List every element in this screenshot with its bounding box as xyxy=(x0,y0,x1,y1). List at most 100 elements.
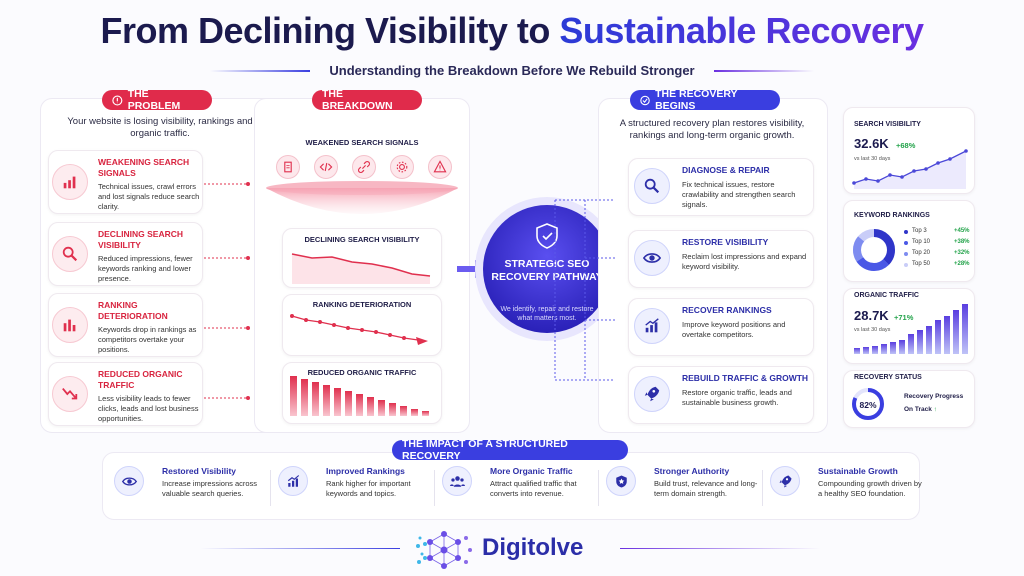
problem-icon-circle xyxy=(52,307,88,343)
search-visibility-value: 32.6K xyxy=(854,136,889,151)
magnifier-icon xyxy=(62,246,78,262)
funnel-graphic xyxy=(266,181,458,214)
rocket-icon xyxy=(644,386,660,402)
impact-title: Stronger Authority xyxy=(654,466,730,476)
problem-intro: Your website is losing visibility, ranki… xyxy=(67,116,253,140)
signal-icon-circle xyxy=(428,155,452,179)
shield-star-icon xyxy=(615,475,627,487)
search-visibility-change: +68% xyxy=(896,141,916,150)
recovery-label-text: THE RECOVERY BEGINS xyxy=(655,88,738,112)
recovery-status-title: RECOVERY STATUS xyxy=(854,374,922,381)
impact-divider xyxy=(434,470,435,506)
brand-line-right xyxy=(620,548,820,549)
problem-card-desc: Reduced impressions, fewer keywords rank… xyxy=(98,254,193,283)
search-visibility-title: SEARCH VISIBILITY xyxy=(854,121,921,128)
link-icon xyxy=(358,161,370,173)
eye-icon xyxy=(643,253,661,263)
recovery-card-title: REBUILD TRAFFIC & GROWTH xyxy=(682,373,809,383)
impact-desc: Rank higher for important keywords and t… xyxy=(326,479,411,498)
problem-card-title: WEAKENING SEARCH SIGNALS xyxy=(98,157,190,178)
impact-label: THE IMPACT OF A STRUCTURED RECOVERY xyxy=(392,438,628,462)
problem-card-title: REDUCED ORGANIC TRAFFIC xyxy=(98,369,183,390)
impact-icon-circle xyxy=(442,466,472,496)
signal-icon-circle xyxy=(352,155,376,179)
breakdown-label: THE BREAKDOWN xyxy=(312,88,422,112)
keyword-donut-chart xyxy=(853,229,895,271)
traffic-bar-chart xyxy=(290,376,429,416)
brand-name: Digitolve xyxy=(482,534,584,561)
organic-traffic-period: vs last 30 days xyxy=(854,327,891,333)
impact-divider xyxy=(270,470,271,506)
gear-icon xyxy=(396,161,408,173)
impact-desc: Compounding growth driven by a healthy S… xyxy=(818,479,922,498)
center-title: STRATEGIC SEO RECOVERY PATHWAY xyxy=(491,258,603,284)
recovery-status-text: On Track xyxy=(904,406,932,413)
problem-card-title: RANKING DETERIORATION xyxy=(98,300,168,321)
search-visibility-sparkline xyxy=(852,149,968,189)
legend-dot xyxy=(904,230,908,234)
search-visibility-period: vs last 30 days xyxy=(854,156,891,162)
problem-card-desc: Keywords drop in rankings as competitors… xyxy=(98,325,197,354)
people-icon xyxy=(449,475,465,487)
problem-card-desc: Technical issues, crawl errors and lost … xyxy=(98,182,200,211)
check-circle-icon xyxy=(640,95,650,105)
recovery-card-title: RECOVER RANKINGS xyxy=(682,305,772,315)
recovery-connectors xyxy=(554,199,615,381)
keyword-row-label: Top 10 xyxy=(912,239,931,245)
recovery-icon-circle xyxy=(634,240,670,276)
recovery-icon-circle xyxy=(634,168,670,204)
brand-line-left xyxy=(200,548,400,549)
code-icon xyxy=(319,162,333,172)
problem-card-title: DECLINING SEARCH VISIBILITY xyxy=(98,229,184,250)
signal-icon-circle xyxy=(314,155,338,179)
recovery-progress-ring xyxy=(852,388,884,420)
keyword-row-change: +32% xyxy=(954,250,970,256)
impact-icon-circle xyxy=(278,466,308,496)
search-icon xyxy=(644,178,660,194)
brand-logo xyxy=(416,531,472,569)
impact-desc: Build trust, relevance and long-term dom… xyxy=(654,479,758,498)
signal-icon-circle xyxy=(390,155,414,179)
traffic-chart-title: REDUCED ORGANIC TRAFFIC xyxy=(307,368,417,377)
impact-title: More Organic Traffic xyxy=(490,466,573,476)
shield-icon xyxy=(536,223,558,249)
problem-icon-circle xyxy=(52,164,88,200)
keyword-row-label: Top 50 xyxy=(912,261,931,267)
growth-chart-icon xyxy=(645,318,659,333)
center-circle xyxy=(475,197,619,341)
impact-icon-circle xyxy=(114,466,144,496)
organic-traffic-bars xyxy=(854,304,968,354)
impact-title: Restored Visibility xyxy=(162,466,237,476)
problem-icon-circle xyxy=(52,376,88,412)
keyword-rankings-title: KEYWORD RANKINGS xyxy=(854,212,930,219)
recovery-label: THE RECOVERY BEGINS xyxy=(630,88,780,112)
ranking-bars-icon xyxy=(63,319,76,332)
keyword-row-change: +38% xyxy=(954,239,970,245)
page-title: From Declining Visibility to Sustainable… xyxy=(0,10,1024,52)
page-icon xyxy=(284,161,292,173)
keyword-row-change: +28% xyxy=(954,261,970,267)
organic-traffic-change: +71% xyxy=(894,313,914,322)
ranking-line-chart xyxy=(290,314,428,345)
subtitle-line-right xyxy=(714,70,814,72)
impact-divider xyxy=(598,470,599,506)
ranking-chart-title: RANKING DETERIORATION xyxy=(312,300,412,309)
up-arrow-icon: ↑ xyxy=(933,406,937,413)
recovery-progress-label: Recovery Progress xyxy=(904,393,964,400)
warning-icon xyxy=(433,160,447,173)
impact-desc: Increase impressions across valuable sea… xyxy=(162,479,258,498)
recovery-intro: A structured recovery plan restores visi… xyxy=(619,118,805,142)
visibility-line-chart xyxy=(291,253,431,284)
bar-chart-icon xyxy=(63,176,76,189)
subtitle-line-left xyxy=(210,70,310,72)
problem-label-text: THE PROBLEM xyxy=(127,88,181,112)
page-subtitle: Understanding the Breakdown Before We Re… xyxy=(329,63,695,78)
impact-icon-circle xyxy=(606,466,636,496)
recovery-icon-circle xyxy=(634,308,670,344)
problem-icon-circle xyxy=(52,236,88,272)
recovery-status-line: On Track ↑ xyxy=(904,406,937,413)
organic-traffic-value: 28.7K xyxy=(854,308,889,323)
visibility-chart-title: DECLINING SEARCH VISIBILITY xyxy=(304,235,420,244)
recovery-card-desc: Restore organic traffic, leads and susta… xyxy=(682,388,792,407)
rocket-icon xyxy=(779,475,791,487)
